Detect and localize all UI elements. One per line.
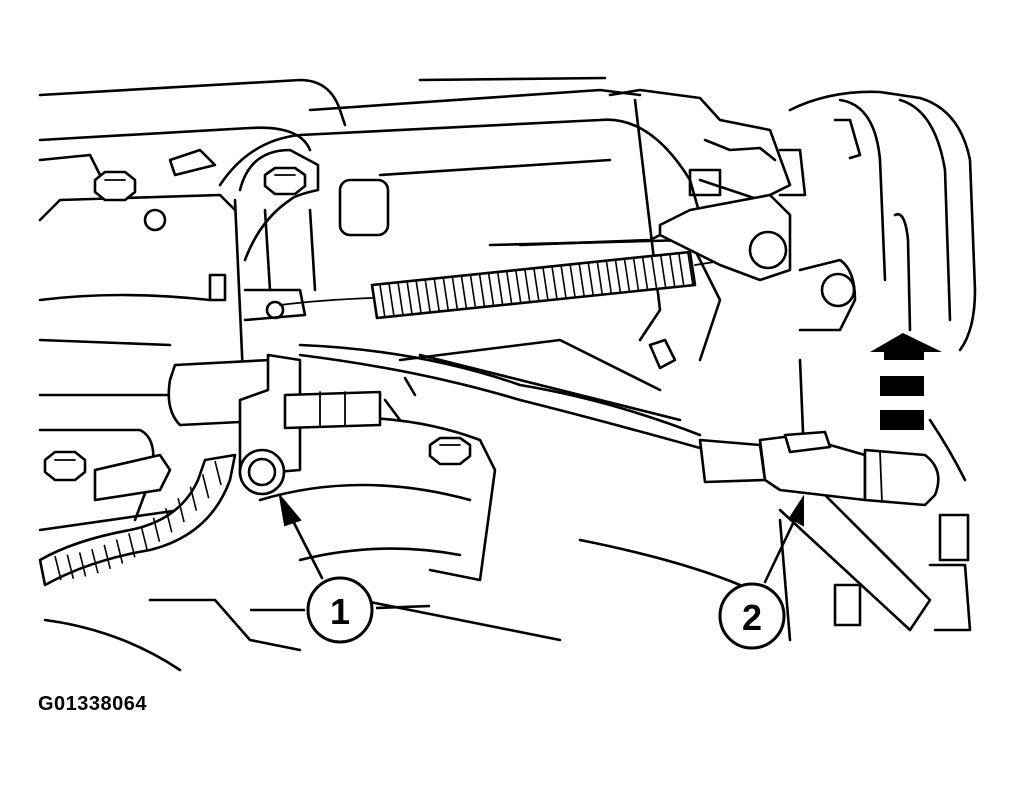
spring-coil <box>614 260 622 294</box>
spring-coil <box>632 258 640 292</box>
callout-2: 2 <box>718 582 786 650</box>
spring-coil <box>578 264 586 298</box>
harness-wrap <box>91 548 99 574</box>
spring-coil <box>433 279 441 313</box>
harness-wrap <box>78 552 87 577</box>
figure-id: G01338064 <box>38 693 148 715</box>
spring-coil <box>524 269 531 304</box>
spring-coil <box>560 266 567 300</box>
harness-wrap <box>164 508 173 533</box>
wire-harness <box>38 453 237 587</box>
harness-wrap <box>103 544 112 570</box>
callout-1-label: 1 <box>330 591 350 632</box>
callout-1: 1 <box>250 576 431 644</box>
harness-wrap <box>152 517 161 542</box>
spring-coil <box>406 282 413 316</box>
spring-coil <box>587 263 595 297</box>
bolts <box>43 166 472 482</box>
spring-coil <box>487 273 495 307</box>
spring-coil <box>424 280 432 314</box>
spring-coil <box>551 266 558 301</box>
spring-coil <box>415 281 423 315</box>
sensor-cable <box>238 148 702 450</box>
spring-coil <box>379 284 386 319</box>
spring-coil <box>469 275 477 309</box>
engine-outline <box>38 76 977 672</box>
sensor-connector-2 <box>698 430 940 507</box>
up-arrow-icon <box>870 333 942 430</box>
sensor-connector-1 <box>167 353 382 496</box>
spring-coil <box>506 271 513 305</box>
bolt-icon <box>428 436 472 466</box>
spring-coil <box>451 277 459 311</box>
spring-coil <box>460 276 468 310</box>
spring-coil <box>478 274 486 308</box>
cable-spring <box>279 250 763 320</box>
callout-arrows <box>278 492 804 584</box>
spring-coil <box>623 259 631 293</box>
spring-coil <box>605 261 613 295</box>
spring-coil <box>687 252 694 287</box>
throttle-lever <box>658 193 792 282</box>
harness-wrap <box>177 497 185 523</box>
harness-wrap <box>115 539 124 564</box>
spring-coil <box>678 253 685 288</box>
spring-coil <box>542 267 549 302</box>
harness-wrap <box>140 525 148 551</box>
spring-coil <box>569 265 577 299</box>
callout-2-label: 2 <box>742 597 762 638</box>
harness-wrap <box>54 555 62 581</box>
spring-coil <box>496 272 504 306</box>
spring-coil <box>641 257 649 291</box>
harness-wrap <box>128 533 136 558</box>
spring-coil <box>669 254 676 289</box>
bolt-icon <box>263 166 307 196</box>
spring-coil <box>442 278 450 312</box>
spring-coil <box>650 256 658 290</box>
spring-coil <box>533 268 540 303</box>
harness-wrap <box>66 554 75 579</box>
bolt-icon <box>93 170 137 202</box>
spring-coil <box>515 270 522 305</box>
spring-coil <box>660 255 667 289</box>
spring-coil <box>397 282 404 317</box>
harness-wrap <box>201 474 210 499</box>
harness-wrap <box>189 486 198 511</box>
spring-coil <box>388 283 395 318</box>
harness-wrap <box>214 460 222 486</box>
bolt-icon <box>43 450 87 482</box>
spring-coil <box>596 262 604 296</box>
